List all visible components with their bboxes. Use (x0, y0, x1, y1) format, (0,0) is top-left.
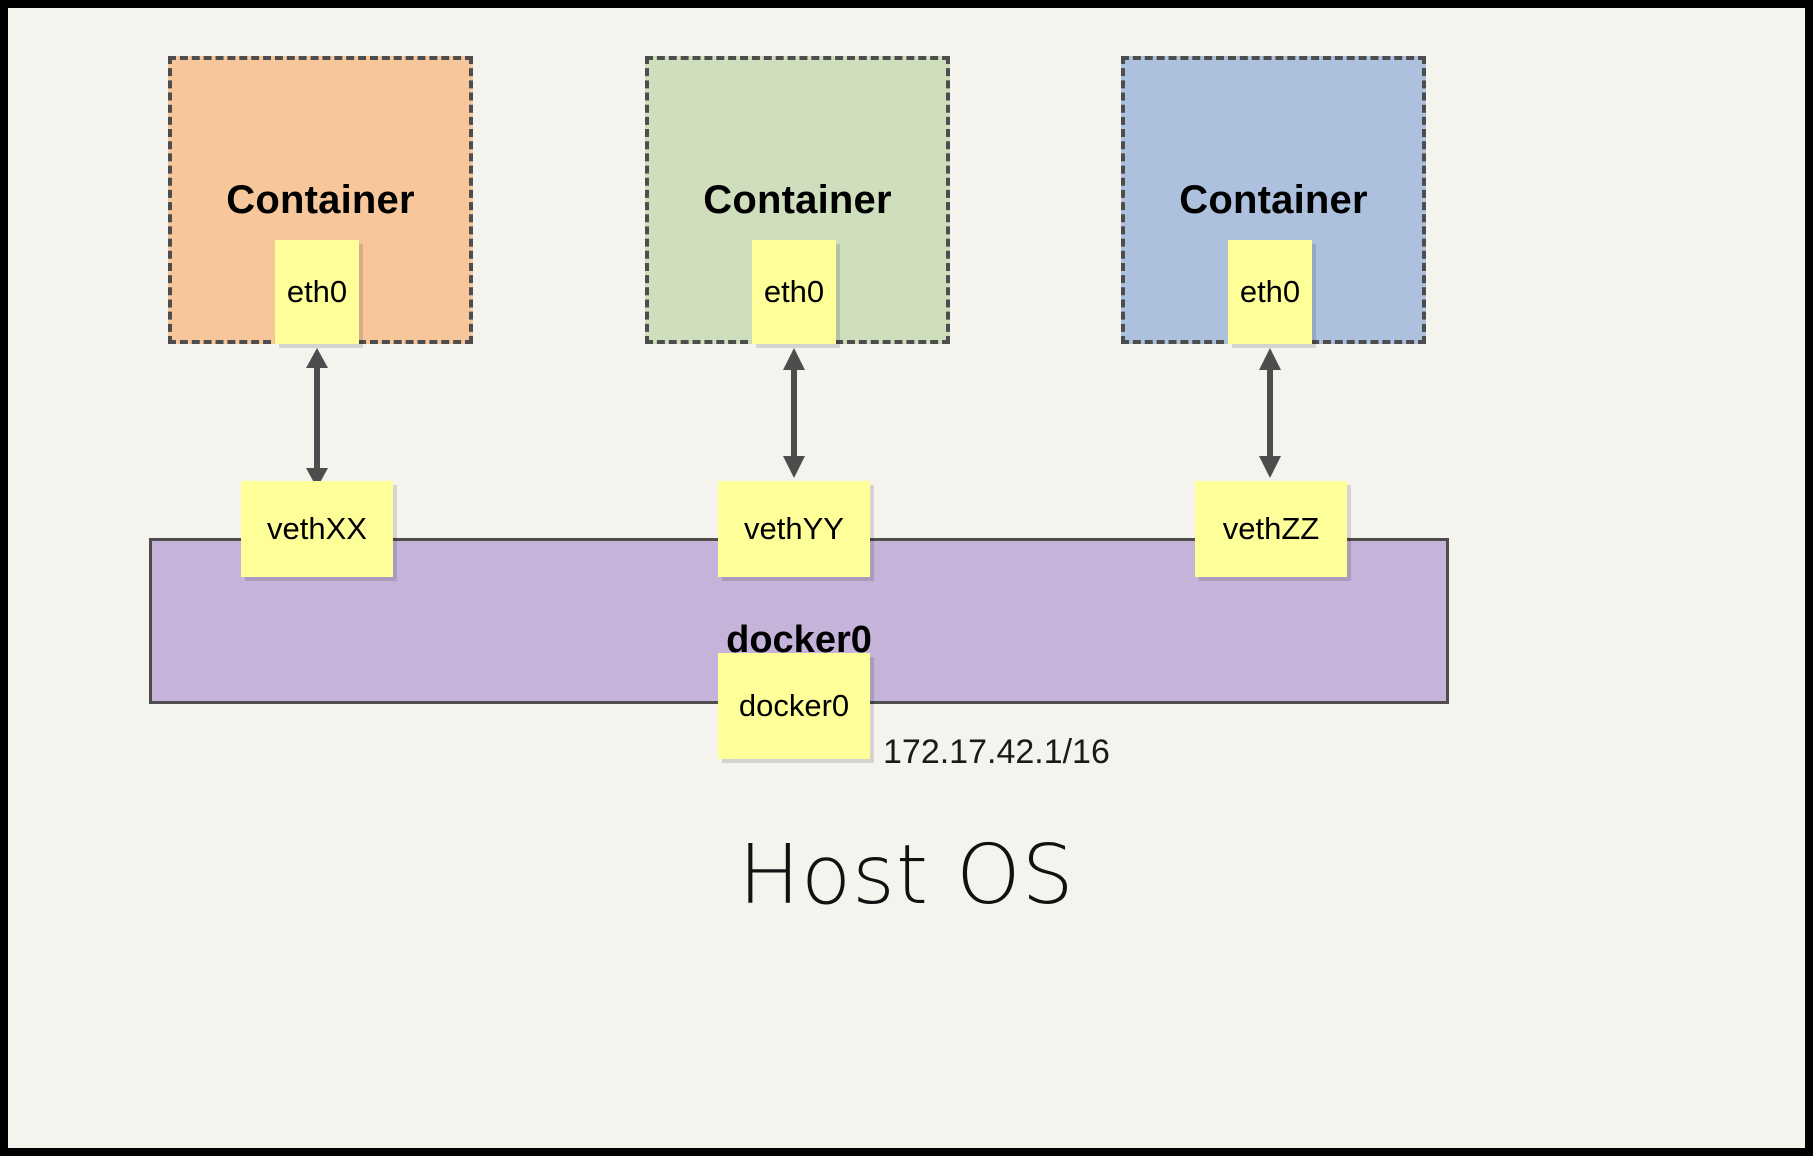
host-os-title: Host OS (738, 828, 1075, 923)
arrow-container-3-to-vethzz (1259, 348, 1281, 478)
docker0-ip-address: 172.17.42.1/16 (883, 733, 1110, 771)
diagram-stage: docker0 (8, 8, 1805, 1148)
eth0-interface-1: eth0 (275, 240, 359, 344)
container-label-3: Container (1179, 178, 1368, 222)
veth-interface-vethzz: vethZZ (1195, 481, 1347, 577)
eth0-interface-3: eth0 (1228, 240, 1312, 344)
veth-interface-vethyy: vethYY (718, 481, 870, 577)
container-label-2: Container (703, 178, 892, 222)
veth-interface-vethxx: vethXX (241, 481, 393, 577)
eth0-interface-2: eth0 (752, 240, 836, 344)
container-label-1: Container (226, 178, 415, 222)
arrow-container-1-to-vethxx (306, 348, 328, 488)
docker0-interface: docker0 (718, 653, 870, 759)
arrow-container-2-to-vethyy (783, 348, 805, 478)
